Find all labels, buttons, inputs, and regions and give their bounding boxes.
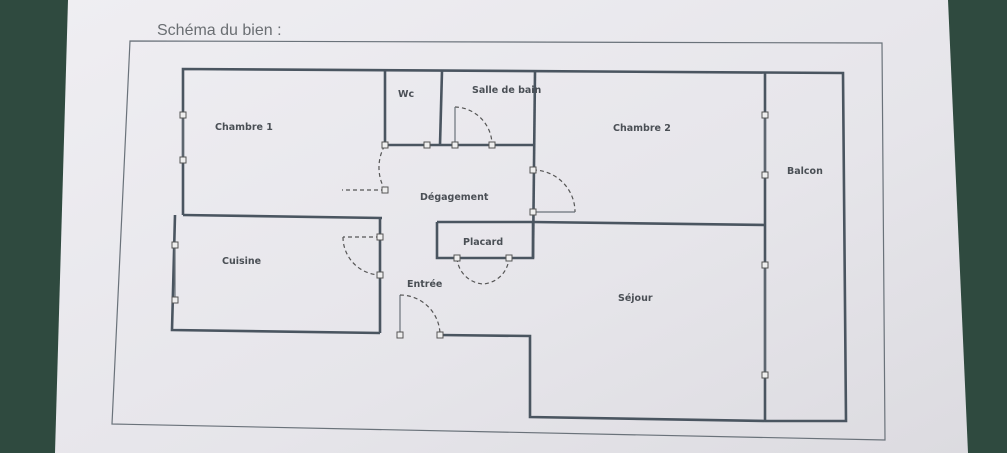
document-title: Schéma du bien :: [157, 22, 282, 39]
paper-sheet: [55, 0, 968, 453]
room-label-balcon: Balcon: [787, 166, 823, 177]
room-label-chambre-2: Chambre 2: [613, 123, 671, 134]
room-label-placard: Placard: [463, 237, 503, 248]
room-label-entree: Entrée: [407, 279, 442, 290]
plan-frame: [111, 40, 886, 441]
room-label-degagement: Dégagement: [420, 192, 489, 203]
room-label-wc: Wc: [398, 89, 414, 100]
room-label-chambre-1: Chambre 1: [215, 122, 273, 133]
walls: [170, 67, 848, 423]
doors: [342, 106, 576, 336]
wall-nodes: [171, 111, 769, 379]
room-label-salle-de-bain: Salle de bain: [472, 85, 542, 96]
room-label-sejour: Séjour: [618, 293, 653, 304]
room-label-cuisine: Cuisine: [222, 256, 261, 267]
